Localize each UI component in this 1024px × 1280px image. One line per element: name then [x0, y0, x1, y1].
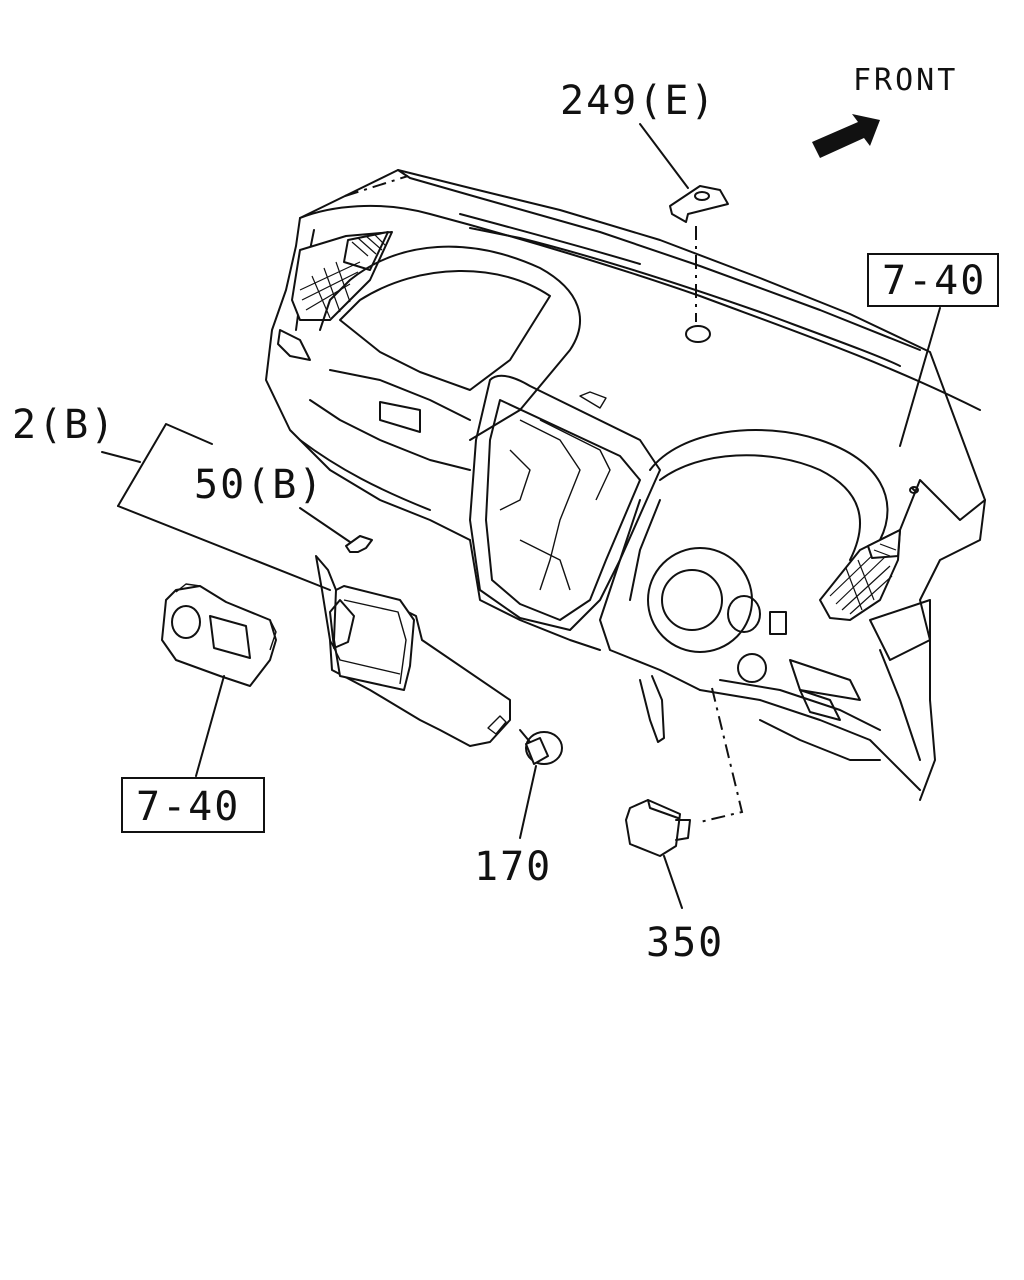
ref-box-7-40-right: 7-40	[867, 253, 999, 307]
ref-box-7-40-left: 7-40	[121, 777, 265, 833]
callout-2b: 2(B)	[12, 402, 116, 448]
part-350-switch	[625, 687, 744, 909]
front-label: FRONT	[853, 63, 958, 98]
callout-50b: 50(B)	[194, 462, 324, 508]
part-2b-trim-panel	[101, 423, 511, 747]
callout-249e: 249(E)	[560, 78, 717, 124]
left-air-vent	[291, 231, 393, 321]
callout-7-40-left: 7-40	[136, 784, 240, 830]
dashboard-assembly	[265, 169, 986, 801]
callout-170: 170	[474, 844, 552, 890]
callout-7-40-right: 7-40	[882, 258, 986, 304]
left-trim-bezel	[161, 583, 277, 777]
front-arrow-icon	[812, 114, 880, 158]
instrument-cluster	[647, 547, 787, 683]
part-50b-clip	[299, 507, 373, 553]
front-direction-indicator: FRONT	[812, 63, 958, 158]
part-249e-clip	[639, 123, 729, 322]
part-170-push-clip	[519, 729, 563, 839]
right-air-vent	[819, 529, 901, 621]
callout-350: 350	[646, 920, 724, 966]
